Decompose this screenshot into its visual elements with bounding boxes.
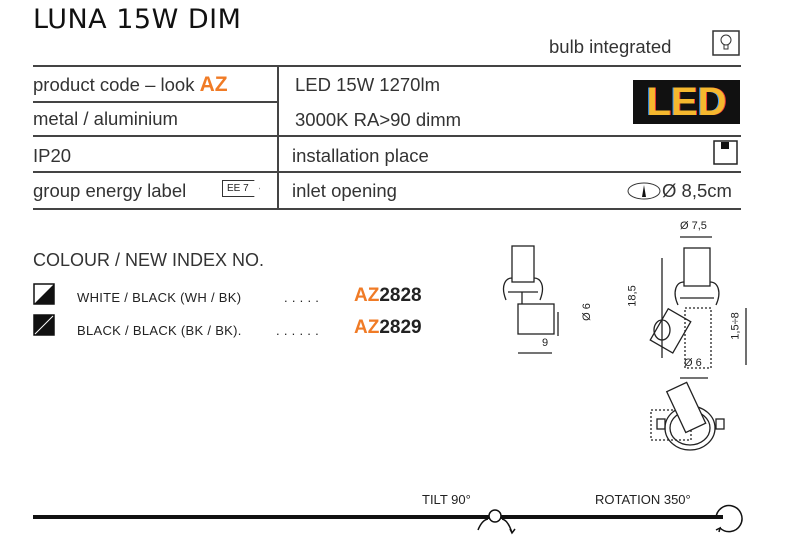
material: metal / aluminium: [33, 108, 178, 129]
dots: . . . . . .: [276, 323, 320, 338]
color-temp: 3000K RA>90 dimm: [295, 109, 462, 130]
ip-rating: IP20: [33, 145, 72, 166]
product-title: LUNA 15W DIM: [33, 4, 242, 35]
dim-d6-bottom: Ø 6: [684, 357, 702, 369]
energy-label: group energy label: [33, 180, 187, 201]
brand-code: AZ: [199, 73, 228, 96]
dim-d-top: Ø 7,5: [680, 220, 707, 232]
tilt-icon: [477, 509, 516, 535]
installation-label: installation place: [292, 145, 429, 166]
product-code-text: product code – look: [33, 74, 195, 95]
inlet-icon: [627, 182, 661, 200]
bulb-label: bulb integrated: [549, 36, 672, 57]
dim-range: 1,5÷8: [729, 312, 742, 340]
index-prefix: AZ: [354, 317, 380, 338]
side-view-drawing: [502, 245, 559, 354]
swatch-white-black-icon: [33, 283, 55, 305]
installation-ceiling-icon: [713, 140, 738, 165]
rotation-label: ROTATION 350°: [595, 492, 691, 507]
bulb-icon: [712, 30, 740, 56]
index-number: 2828: [379, 285, 422, 306]
colour-heading: COLOUR / NEW INDEX NO.: [33, 250, 265, 270]
dim-d6-side: Ø 6: [580, 303, 593, 321]
colour-item-label: BLACK / BLACK (BK / BK).: [77, 323, 242, 338]
index-code: AZ2828: [354, 285, 422, 307]
energy-badge: EE 7: [222, 180, 260, 197]
power: LED 15W 1270lm: [295, 74, 440, 95]
index-code: AZ2829: [354, 317, 422, 339]
led-logo-text: LED: [646, 80, 727, 124]
rotation-icon: [715, 504, 743, 533]
dots: . . . . .: [284, 290, 320, 305]
product-code-label: product code – look AZ: [33, 73, 228, 97]
index-number: 2829: [379, 317, 422, 338]
swatch-black-black-icon: [33, 314, 55, 336]
inlet-label: inlet opening: [292, 180, 397, 201]
dim-height: 18,5: [626, 285, 639, 307]
led-logo: LED: [633, 80, 740, 124]
index-prefix: AZ: [354, 285, 380, 306]
top-view-drawing: [650, 381, 725, 451]
front-view-drawing: [649, 236, 747, 379]
colour-item-label: WHITE / BLACK (WH / BK): [77, 290, 242, 305]
dim-width: 9: [542, 337, 549, 349]
inlet-value: Ø 8,5cm: [662, 180, 732, 201]
tilt-label: TILT 90°: [422, 492, 471, 507]
